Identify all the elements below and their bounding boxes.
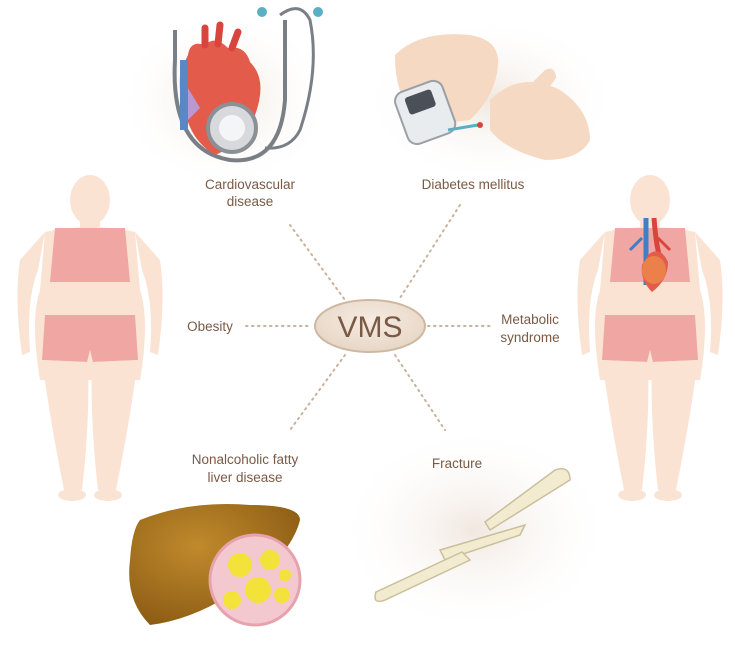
obese-figure-right (577, 175, 723, 501)
label-fracture: Fracture (432, 456, 482, 471)
heart-stethoscope-illustration (172, 7, 323, 163)
label-nafld-line1: Nonalcoholic fatty (192, 452, 299, 467)
label-nafld-line2: liver disease (207, 470, 282, 485)
vms-center-label: VMS (337, 311, 402, 344)
label-obesity: Obesity (187, 319, 233, 334)
label-metabolic-line1: Metabolic (501, 312, 559, 327)
label-diabetes: Diabetes mellitus (422, 177, 525, 192)
label-cardiovascular-line1: Cardiovascular (205, 177, 296, 192)
fractured-bone-illustration (374, 468, 571, 603)
vms-center-oval (314, 299, 426, 353)
obese-figure-left (17, 175, 163, 501)
fatty-liver-illustration (129, 504, 302, 627)
label-cardiovascular-line2: disease (227, 194, 274, 209)
label-metabolic-line2: syndrome (500, 330, 559, 345)
connector-lines (245, 204, 491, 431)
glucometer-illustration (394, 34, 590, 160)
